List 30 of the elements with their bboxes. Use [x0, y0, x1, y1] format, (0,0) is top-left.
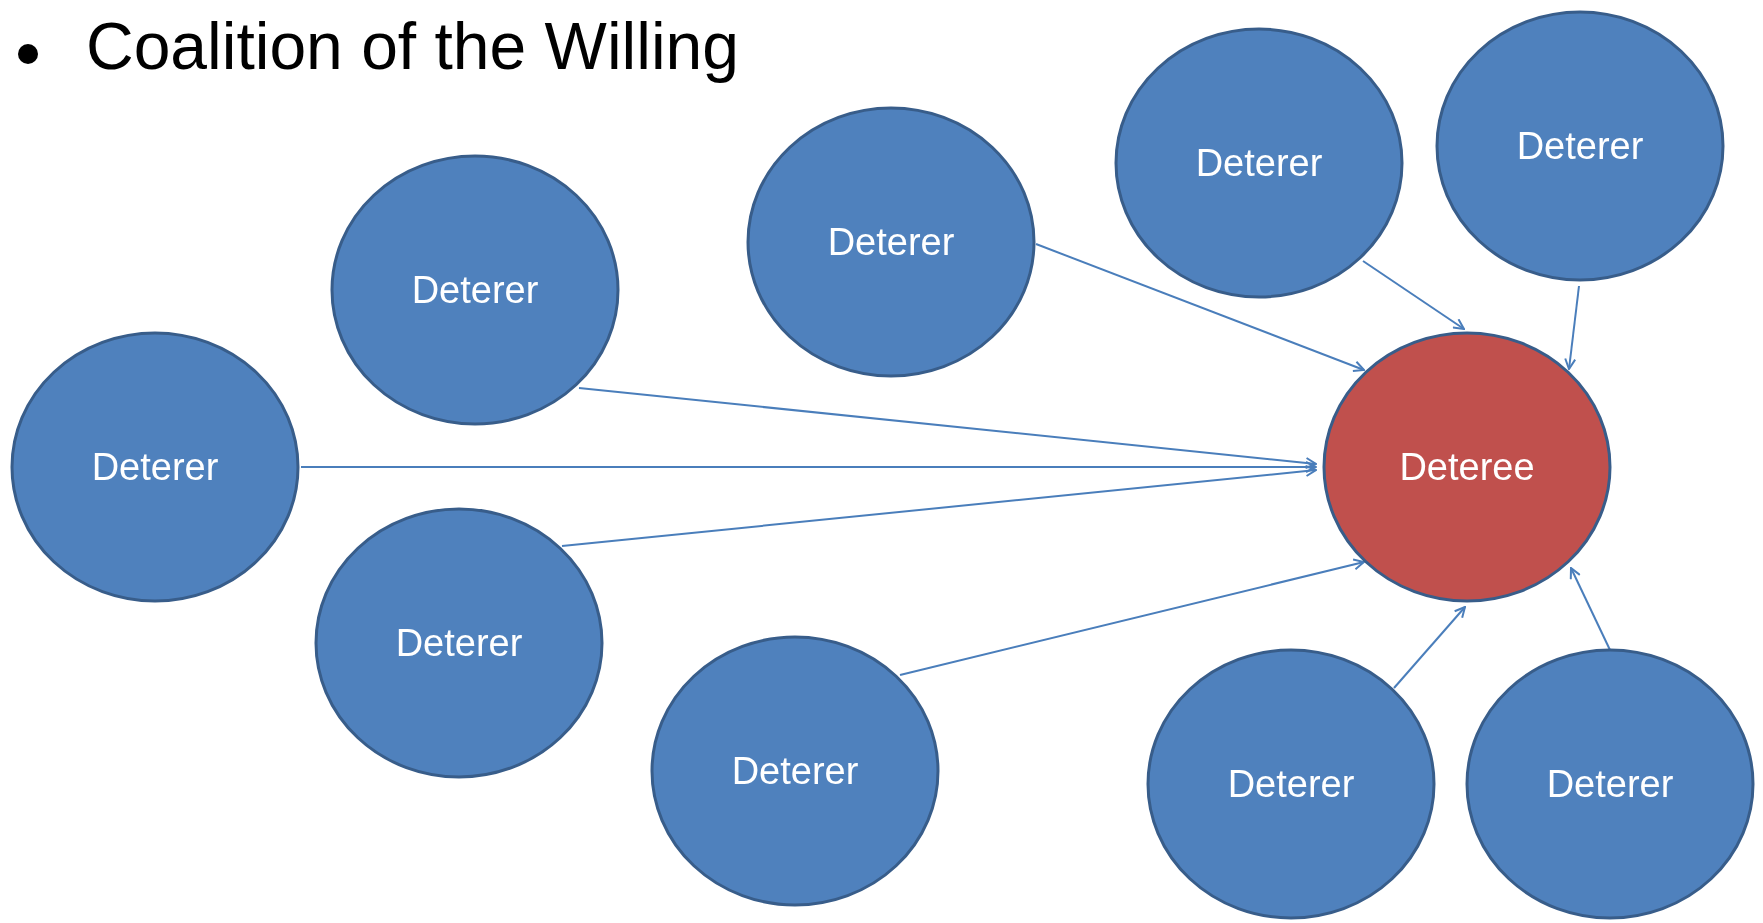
ellipse-node [1114, 27, 1404, 299]
arrow [1362, 260, 1465, 330]
ellipse-node [1146, 648, 1436, 920]
ellipse-node [650, 635, 940, 907]
ellipse-node [1465, 648, 1755, 920]
arrow [578, 387, 1317, 469]
ellipse-node [1435, 10, 1725, 282]
node-label: Deterer [1227, 762, 1355, 806]
ellipse-node [330, 154, 620, 426]
ellipse-node [1322, 331, 1612, 603]
node-label: Deterer [1195, 141, 1323, 185]
ellipse-node [10, 331, 300, 603]
arrow [1035, 243, 1365, 373]
node-label: Deteree [1399, 445, 1535, 489]
ellipse-node [746, 106, 1036, 378]
arrow [899, 558, 1365, 676]
node-label: Deterer [395, 621, 523, 665]
node-label: Deterer [731, 749, 859, 793]
title: Coalition of the Willing [86, 8, 739, 84]
arrow [1569, 567, 1611, 651]
arrow [1393, 606, 1466, 689]
arrow [561, 465, 1317, 547]
node-label: Deterer [1516, 124, 1644, 168]
node-label: Deterer [827, 220, 955, 264]
arrow [1564, 285, 1580, 370]
arrow [300, 461, 1317, 473]
ellipse-node [314, 507, 604, 779]
node-label: Deterer [1546, 762, 1674, 806]
node-label: Deterer [91, 445, 219, 489]
node-label: Deterer [411, 268, 539, 312]
